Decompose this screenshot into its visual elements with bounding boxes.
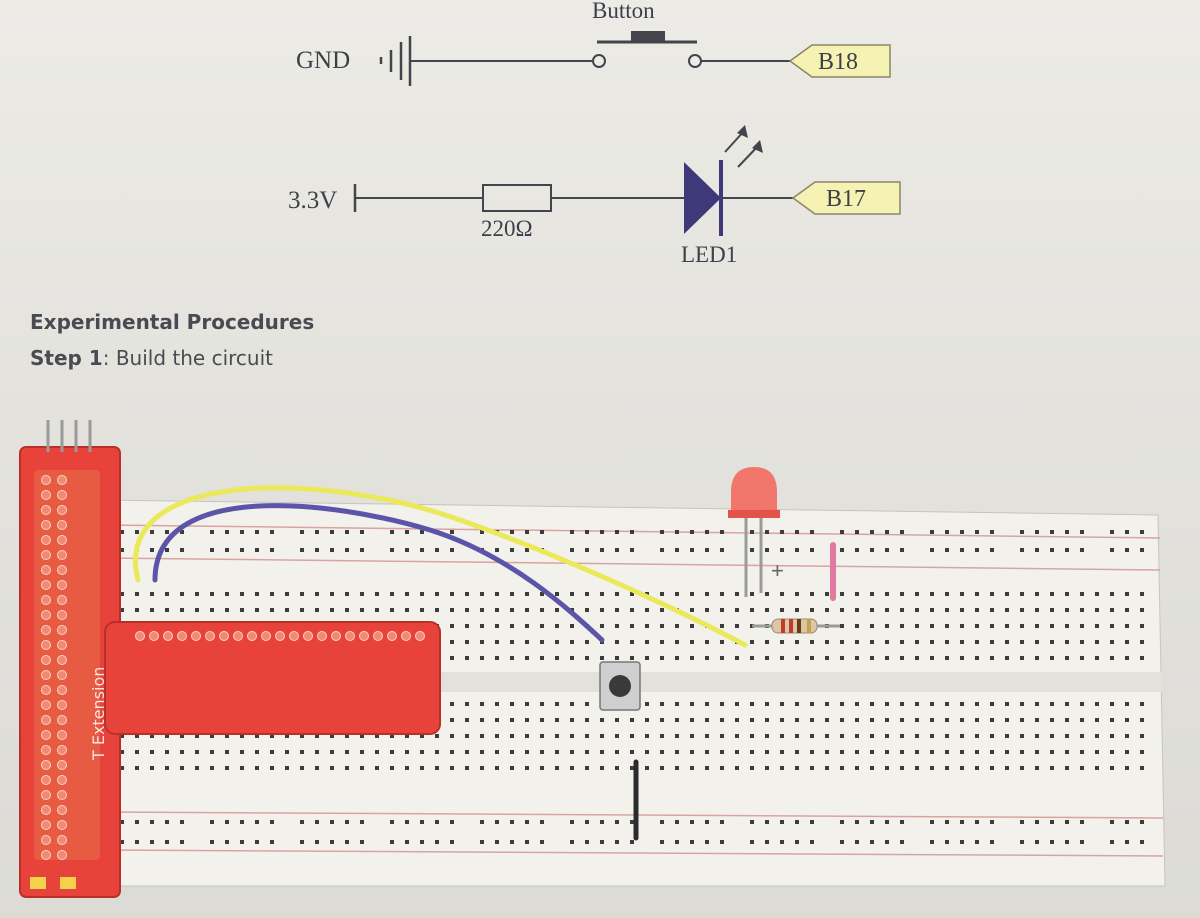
resistor-symbol	[482, 184, 552, 212]
b18-label: B18	[818, 49, 858, 75]
wire-blue	[152, 503, 605, 643]
b17-pin-tag	[791, 181, 901, 215]
step-number: Step 1	[30, 346, 103, 370]
t-extension-board: T Extension	[19, 420, 441, 898]
v33-label: 3.3V	[288, 187, 337, 214]
led-label: LED1	[681, 242, 737, 267]
led-symbol	[684, 125, 763, 236]
breadboard-illustration: + T Extension	[19, 420, 1166, 898]
gnd-label: GND	[296, 47, 350, 74]
b18-pin-tag	[788, 44, 891, 78]
button-label: Button	[592, 0, 655, 23]
b17-label: B17	[826, 186, 866, 212]
resistor-label: 220Ω	[481, 216, 533, 241]
ground-symbol	[379, 36, 412, 86]
rail-plus-label: +	[771, 558, 784, 583]
procedures-heading: Experimental Procedures	[30, 310, 315, 334]
wire-yellow	[133, 485, 748, 648]
extension-pin-holes	[41, 475, 425, 860]
circuit-schematic: GND Button B18 3.3V 220Ω LED1 B17	[288, 0, 901, 267]
push-button	[599, 661, 641, 711]
resistor-component	[752, 618, 840, 634]
step-1: Step 1: Build the circuit	[30, 346, 273, 370]
header-pins	[46, 420, 92, 452]
extension-title: T Extension	[89, 667, 108, 761]
led-component	[728, 467, 780, 597]
button-symbol	[592, 31, 702, 68]
step-text: : Build the circuit	[102, 346, 273, 370]
